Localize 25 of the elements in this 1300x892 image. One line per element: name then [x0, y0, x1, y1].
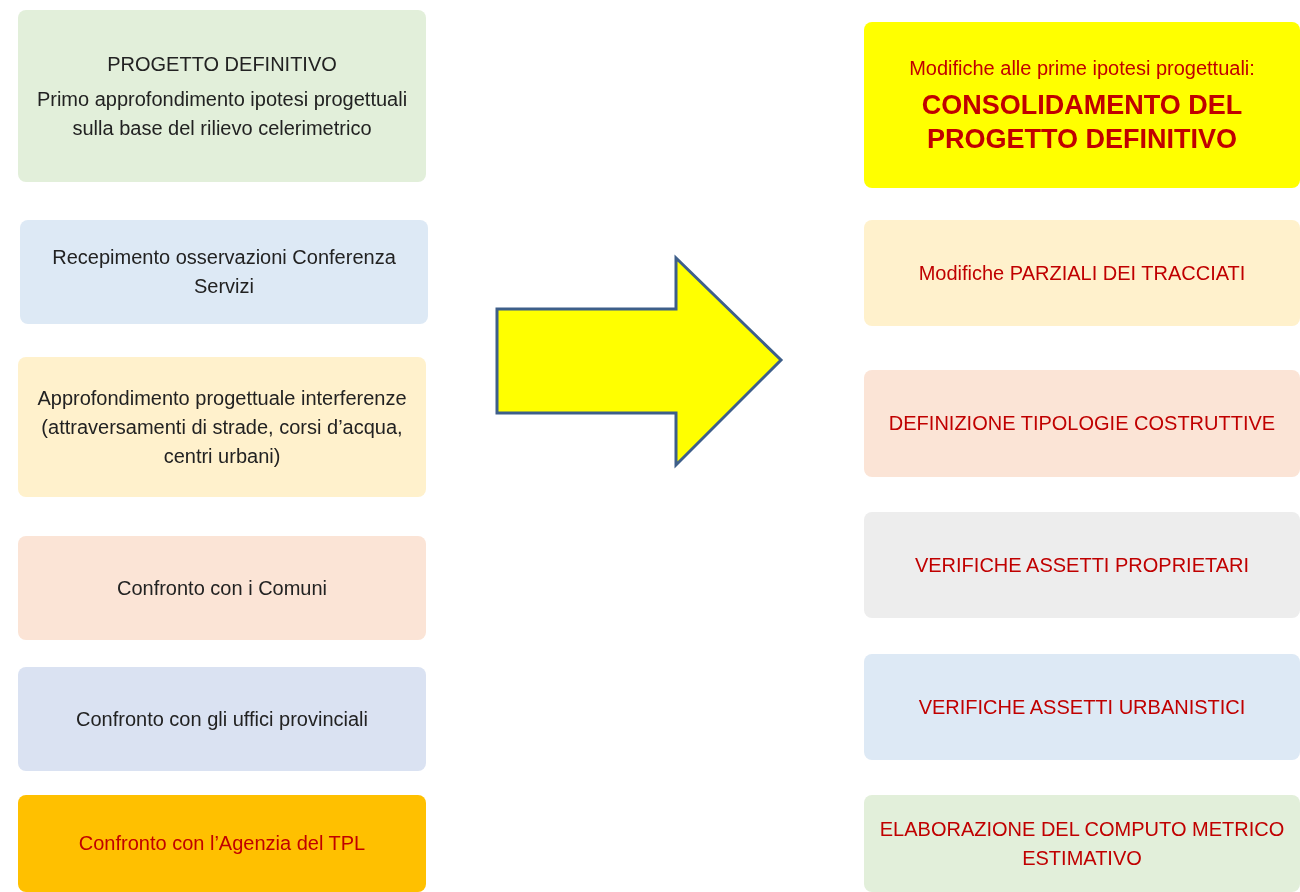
box-text: Confronto con i Comuni	[116, 575, 328, 601]
process-box	[18, 795, 426, 892]
box-text: VERIFICHE ASSETTI PROPRIETARI	[914, 552, 1250, 578]
box-text: Confronto con l’Agenzia del TPL	[78, 831, 366, 856]
box-text: Modifiche PARZIALI DEI TRACCIATI	[918, 260, 1246, 286]
box-heading: PROGETTO DEFINITIVO	[107, 51, 337, 77]
box-text: CONSOLIDAMENTO DEL PROGETTO DEFINITIVO	[920, 88, 1244, 156]
process-box	[864, 795, 1300, 892]
box-text: Recepimento osservazioni Conferenza Servizi	[51, 245, 397, 299]
process-box	[18, 667, 426, 771]
box-text: VERIFICHE ASSETTI URBANISTICI	[918, 694, 1246, 720]
box-heading: Modifiche alle prime ipotesi progettuali:	[909, 55, 1255, 81]
box-text: Approfondimento progettuale interferenze (attraversamenti di strade, corsi d’acqua, centri urbani)	[36, 385, 408, 469]
process-box	[18, 357, 426, 497]
process-box	[18, 10, 426, 182]
box-text: ELABORAZIONE DEL COMPUTO METRICO ESTIMATIVO	[878, 816, 1286, 871]
process-box	[864, 370, 1300, 477]
box-text: Confronto con gli uffici provinciali	[76, 706, 368, 732]
process-box	[864, 220, 1300, 326]
process-box	[864, 22, 1300, 188]
box-text: Primo approfondimento ipotesi progettuali sulla base del rilievo celerimetrico	[35, 86, 409, 141]
process-box	[864, 654, 1300, 760]
process-box	[18, 536, 426, 640]
box-text: DEFINIZIONE TIPOLOGIE COSTRUTTIVE	[888, 411, 1276, 436]
process-box	[20, 220, 428, 324]
